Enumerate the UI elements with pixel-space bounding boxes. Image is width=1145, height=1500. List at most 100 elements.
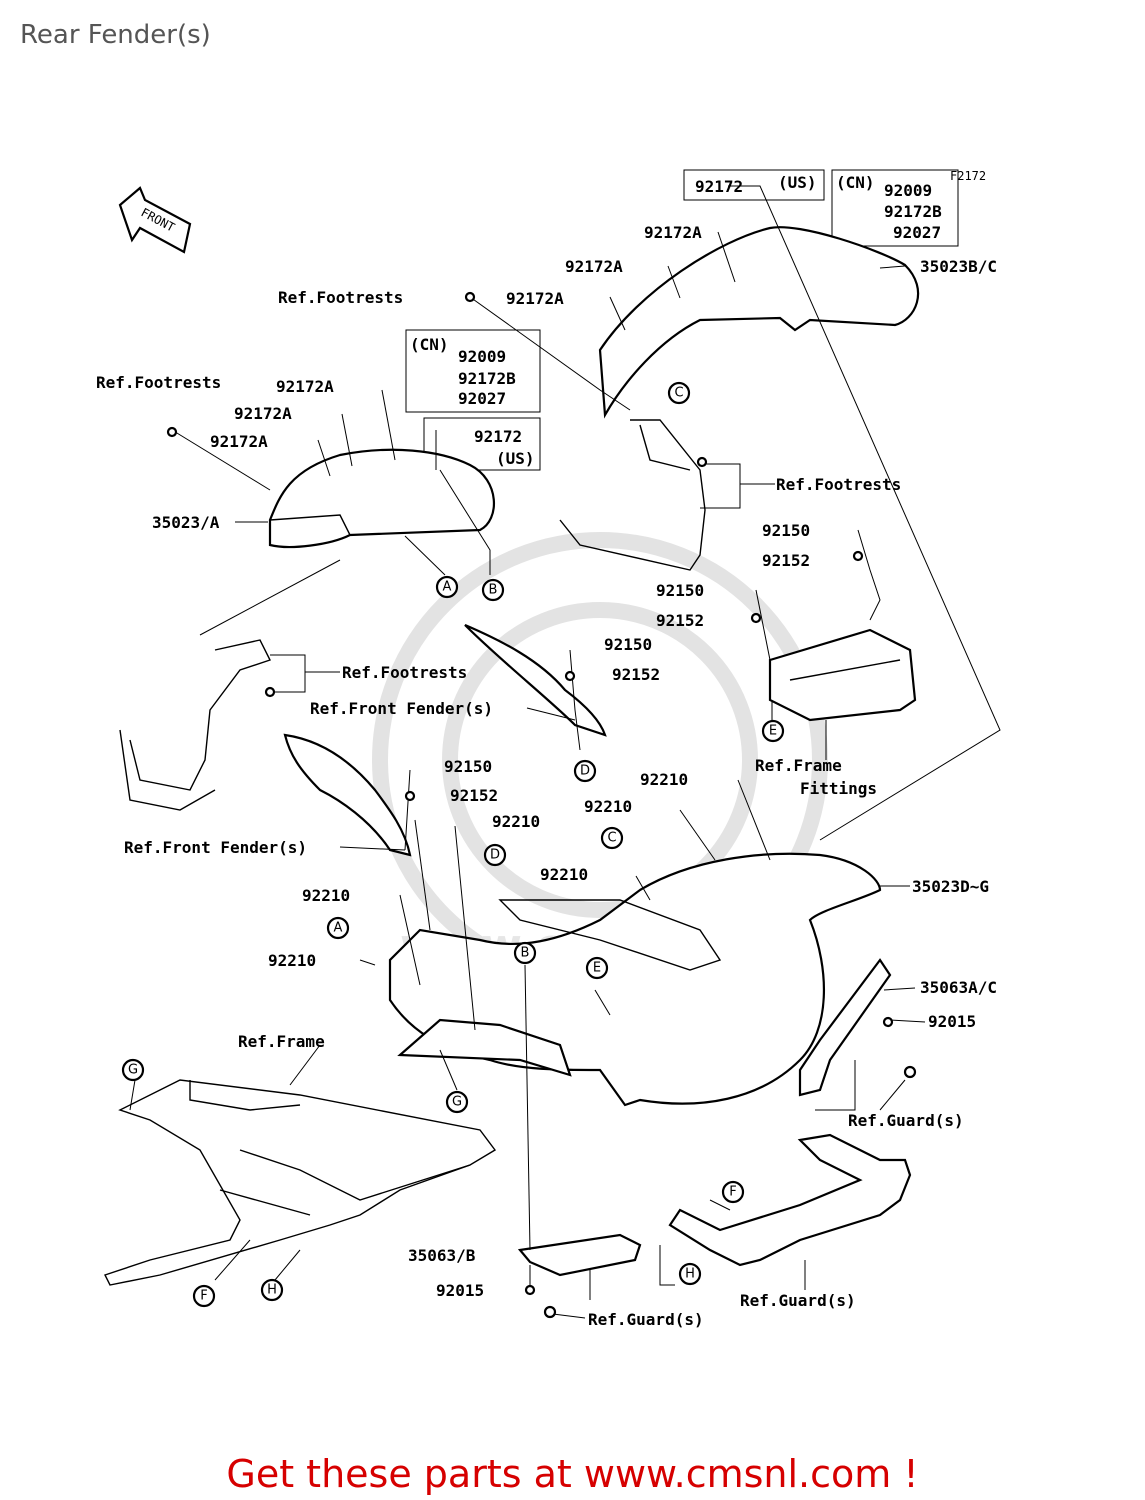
part-label: 35023B/C	[920, 257, 997, 276]
part-label: 92150	[444, 757, 492, 776]
electronics-bracket	[768, 628, 917, 722]
callout-circle	[721, 1180, 745, 1204]
part-label: 92150	[762, 521, 810, 540]
callout-letter: B	[521, 946, 530, 961]
part-label: Ref.Footrests	[278, 288, 403, 307]
callout-circle	[600, 826, 624, 850]
callout-circle	[585, 956, 609, 980]
footrest-bracket-left	[119, 639, 271, 811]
part-label: Ref.Frame	[238, 1032, 325, 1051]
callout-circle	[435, 575, 459, 599]
callout-letter: F	[729, 1185, 736, 1200]
callout-circle	[481, 578, 505, 602]
callout-letter: C	[674, 386, 683, 401]
part-label: 92210	[268, 951, 316, 970]
part-label: 92172A	[565, 257, 623, 276]
part-label: Fittings	[800, 779, 877, 798]
front-fender-strip-upper	[464, 623, 607, 737]
part-label: Ref.Front Fender(s)	[124, 838, 307, 857]
footrest-bracket-right	[559, 419, 706, 571]
bolt-icon	[464, 291, 476, 303]
part-label: 92152	[656, 611, 704, 630]
callout-letter: G	[128, 1063, 138, 1078]
nut-icon	[264, 686, 276, 698]
callouts: C A B E D C D A B E G G F F H H	[121, 381, 785, 1308]
part-label: 92172A	[506, 289, 564, 308]
callout-circle	[761, 719, 785, 743]
callout-circle	[192, 1284, 216, 1308]
part-label: 92172B	[458, 369, 516, 388]
part-label: 92152	[612, 665, 660, 684]
us-box-top	[683, 169, 825, 201]
washer-icon	[564, 670, 576, 682]
callout-letter: E	[593, 961, 601, 976]
part-label: 92210	[540, 865, 588, 884]
part-label: 92015	[928, 1012, 976, 1031]
part-label: 92210	[584, 797, 632, 816]
part-label: 92172A	[234, 404, 292, 423]
callout-letter: A	[334, 921, 343, 936]
callout-circle	[445, 1090, 469, 1114]
callout-circle	[513, 941, 537, 965]
callout-letter: E	[769, 724, 777, 739]
callout-letter: F	[200, 1289, 207, 1304]
part-labels: 92172 (US) (CN) 92009 92172B 92027 92172…	[96, 173, 997, 1329]
part-label: 92150	[604, 635, 652, 654]
part-label: (US)	[496, 449, 535, 468]
fastener-icons	[166, 291, 917, 1319]
callout-circle	[667, 381, 691, 405]
bolt-icon	[166, 426, 178, 438]
nut-icon	[696, 456, 708, 468]
part-label: 92152	[450, 786, 498, 805]
callout-letter: H	[267, 1283, 277, 1298]
part-label: 35063A/C	[920, 978, 997, 997]
washer-icon	[852, 550, 864, 562]
callout-letter: B	[489, 583, 498, 598]
frame	[104, 1079, 497, 1286]
nut-icon	[882, 1016, 894, 1028]
callout-letter: D	[490, 848, 500, 863]
part-label: 92152	[762, 551, 810, 570]
washer-icon	[750, 612, 762, 624]
part-label: 92027	[458, 389, 506, 408]
front-fender-strip-lower	[283, 733, 412, 857]
part-label: Ref.Guard(s)	[848, 1111, 964, 1130]
callout-circle	[573, 759, 597, 783]
cn-box-top	[831, 169, 959, 247]
seat-cover-35023a	[268, 448, 495, 549]
tail-cowl-35023dg	[388, 852, 882, 1107]
part-label: 92015	[436, 1281, 484, 1300]
part-label: Ref.Footrests	[96, 373, 221, 392]
part-label: Ref.Guard(s)	[740, 1291, 856, 1310]
part-label: Ref.Frame	[755, 756, 842, 775]
us-box-left	[423, 417, 541, 471]
callout-letter: A	[443, 580, 452, 595]
part-label: 92150	[656, 581, 704, 600]
callout-letter: H	[685, 1267, 695, 1282]
part-label: Ref.Guard(s)	[588, 1310, 704, 1329]
part-label: 35063/B	[408, 1246, 476, 1265]
callout-letter: C	[607, 831, 616, 846]
bolt-icon	[903, 1065, 917, 1079]
front-arrow-icon: FRONT	[118, 186, 192, 254]
part-label: 92172B	[884, 202, 942, 221]
part-label: 92172A	[276, 377, 334, 396]
part-label: 35023D~G	[912, 877, 989, 896]
callout-letter: G	[452, 1095, 462, 1110]
washer-icon	[404, 790, 416, 802]
part-label: 92210	[302, 886, 350, 905]
footer-promo-text: Get these parts at www.cmsnl.com !	[226, 1452, 919, 1496]
part-label: (CN)	[410, 335, 449, 354]
side-bracket-35063ac	[798, 958, 892, 1097]
part-label: 92172A	[644, 223, 702, 242]
callout-circle	[260, 1278, 284, 1302]
grab-rail	[668, 1133, 912, 1267]
callout-circle	[326, 916, 350, 940]
callout-letter: D	[580, 764, 590, 779]
part-label: (CN)	[836, 173, 875, 192]
part-label: 92210	[640, 770, 688, 789]
figure-code: F2172	[950, 169, 986, 183]
part-label: Ref.Footrests	[342, 663, 467, 682]
part-label: 92009	[884, 181, 932, 200]
